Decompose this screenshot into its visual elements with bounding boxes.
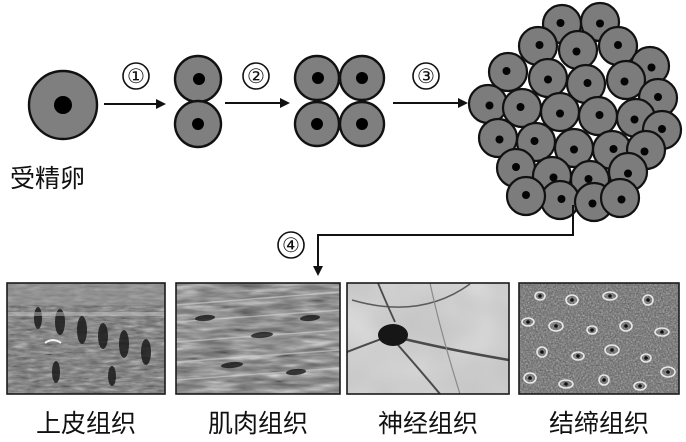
cluster-nucleus <box>596 19 604 28</box>
connective-nucleus <box>564 382 568 386</box>
cluster-nucleus <box>595 111 604 119</box>
connective-nucleus <box>624 324 628 328</box>
cluster-nucleus <box>522 191 530 199</box>
connective-micrograph <box>518 282 680 395</box>
connective-cell <box>640 353 652 363</box>
connective-cell <box>654 327 670 337</box>
cluster-nucleus <box>485 101 494 110</box>
cluster-nucleus <box>530 137 539 145</box>
connective-nucleus <box>576 354 580 358</box>
cluster-nucleus <box>570 145 578 154</box>
cell-cluster <box>467 1 683 223</box>
muscle-micrograph <box>175 282 341 395</box>
tissue-label-connective: 结缔组织 <box>549 409 649 438</box>
connective-cell <box>548 320 564 332</box>
cluster-nucleus <box>614 41 622 49</box>
connective-nucleus <box>610 348 614 352</box>
arrow-step-1 <box>104 99 166 109</box>
connective-cell <box>660 366 676 378</box>
cluster-nucleus <box>556 109 564 118</box>
cluster-nucleus <box>640 147 649 156</box>
connective-cell <box>558 379 574 389</box>
cluster-nucleus <box>544 75 552 84</box>
connective-cell <box>571 351 585 361</box>
connective-cell <box>619 320 633 332</box>
cluster-nucleus <box>588 199 597 208</box>
cluster-nucleus <box>572 47 581 56</box>
cluster-nucleus <box>624 169 632 178</box>
arrow-step-3 <box>393 98 468 108</box>
cluster-nucleus <box>654 93 662 101</box>
four-cell-stage <box>293 54 386 148</box>
connective-nucleus <box>666 370 670 374</box>
cluster-nucleus <box>556 19 565 27</box>
cluster-nucleus <box>658 125 666 133</box>
connective-nucleus <box>538 294 542 298</box>
cluster-nucleus <box>512 163 520 171</box>
connective-nucleus <box>528 376 532 380</box>
two-cell-stage <box>173 54 223 149</box>
connective-nucleus <box>660 330 664 334</box>
cluster-nucleus <box>549 173 558 182</box>
cluster-nucleus <box>557 195 566 203</box>
connective-cell <box>633 381 647 391</box>
connective-nucleus <box>644 356 648 360</box>
step-3-label: ③ <box>417 64 435 88</box>
connective-cell <box>523 372 537 384</box>
connective-cell <box>536 346 548 358</box>
cluster-nucleus <box>609 145 618 153</box>
connective-nucleus <box>540 350 544 354</box>
step-4-label: ④ <box>282 233 300 257</box>
tissue-label-epithelial: 上皮组织 <box>36 409 136 438</box>
connective-nucleus <box>608 294 612 298</box>
step-4-marker: ④ <box>277 231 305 259</box>
step-3-marker: ③ <box>412 62 440 90</box>
zygote-cell <box>27 69 99 141</box>
cluster-nucleus <box>502 67 511 75</box>
arrow-step-2 <box>225 98 290 108</box>
connective-nucleus <box>602 378 606 382</box>
cluster-nucleus <box>630 115 639 124</box>
connective-cell <box>602 291 618 301</box>
connective-nucleus <box>570 298 574 302</box>
nerve-micrograph <box>346 282 510 395</box>
tissue-label-muscle: 肌肉组织 <box>208 409 308 438</box>
cluster-nucleus <box>584 175 593 183</box>
connective-cells <box>521 291 676 391</box>
connective-nucleus <box>526 320 530 324</box>
connective-cell <box>586 325 598 335</box>
arrow-step-4 <box>313 205 574 276</box>
connective-nucleus <box>638 384 642 388</box>
cluster-nucleus <box>516 103 525 111</box>
step-2-marker: ② <box>242 62 270 90</box>
epithelial-micrograph <box>6 282 166 395</box>
cluster-nucleus <box>647 63 656 72</box>
connective-cell <box>521 317 535 327</box>
cluster-nucleus <box>535 41 544 49</box>
step-1-marker: ① <box>122 62 150 90</box>
connective-cell <box>598 374 610 386</box>
step-1-label: ① <box>127 64 145 88</box>
connective-cell <box>642 294 654 306</box>
step-2-label: ② <box>247 64 265 88</box>
connective-cell <box>534 291 546 301</box>
connective-nucleus <box>590 328 594 332</box>
zygote-label: 受精卵 <box>10 164 85 193</box>
connective-cell <box>565 294 579 306</box>
cluster-nucleus <box>620 77 629 86</box>
cluster-nucleus <box>583 79 592 87</box>
cluster-nucleus <box>495 135 504 144</box>
tissue-label-nerve: 神经组织 <box>378 409 478 438</box>
connective-nucleus <box>646 298 650 302</box>
connective-cell <box>604 344 620 356</box>
connective-nucleus <box>554 324 558 328</box>
cluster-nucleus <box>617 195 626 204</box>
